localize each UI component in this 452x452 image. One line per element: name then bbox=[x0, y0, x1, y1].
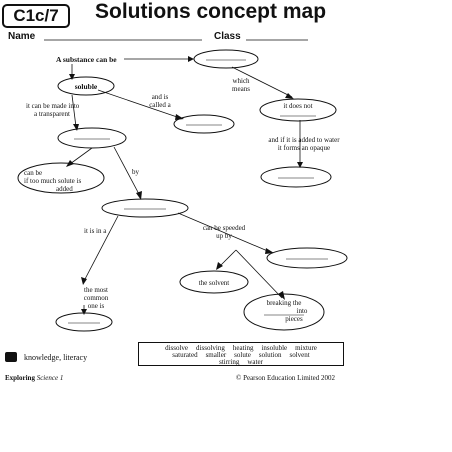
the-solvent-label: the solvent bbox=[198, 279, 230, 287]
start-label: A substance can be bbox=[56, 55, 117, 64]
worksheet-code-badge: C1c/7 bbox=[2, 4, 70, 28]
page-title: Solutions concept map bbox=[95, 0, 327, 23]
breaking-oval bbox=[243, 293, 325, 331]
answer-oval-center bbox=[101, 198, 189, 218]
answer-oval-called-a bbox=[173, 114, 235, 134]
it-does-not-oval bbox=[259, 98, 337, 122]
word-bank-row-1: dissolve dissolving heating insoluble mi… bbox=[165, 344, 317, 352]
answer-oval-opaque bbox=[260, 166, 332, 188]
soluble-oval bbox=[57, 76, 115, 96]
skills-icon bbox=[5, 352, 17, 362]
name-label: Name bbox=[8, 31, 36, 42]
word-bank-row-2: saturated smaller solute solution solven… bbox=[172, 351, 310, 359]
soluble-label: soluble bbox=[74, 82, 98, 91]
class-label: Class bbox=[214, 31, 241, 42]
by-label: by bbox=[132, 168, 139, 176]
word-bank-row-3: stirring water bbox=[219, 358, 263, 366]
it-is-in-a-label: it is in a bbox=[84, 227, 107, 235]
answer-oval-1 bbox=[193, 49, 259, 69]
it-does-not-label: it does not bbox=[283, 102, 313, 110]
the-solvent-oval bbox=[179, 270, 249, 294]
answer-oval-most-common bbox=[55, 312, 113, 332]
breaking-label: breaking the into pieces bbox=[266, 299, 308, 323]
answer-oval-transparent bbox=[57, 127, 127, 149]
skills-label: knowledge, literacy bbox=[24, 353, 88, 362]
copyright: © Pearson Education Limited 2002 bbox=[236, 374, 336, 382]
word-bank: dissolve dissolving heating insoluble mi… bbox=[138, 342, 344, 366]
can-be-oval bbox=[17, 162, 105, 194]
book-title: Exploring Science 1 bbox=[5, 374, 64, 382]
answer-oval-speeded bbox=[266, 247, 348, 269]
